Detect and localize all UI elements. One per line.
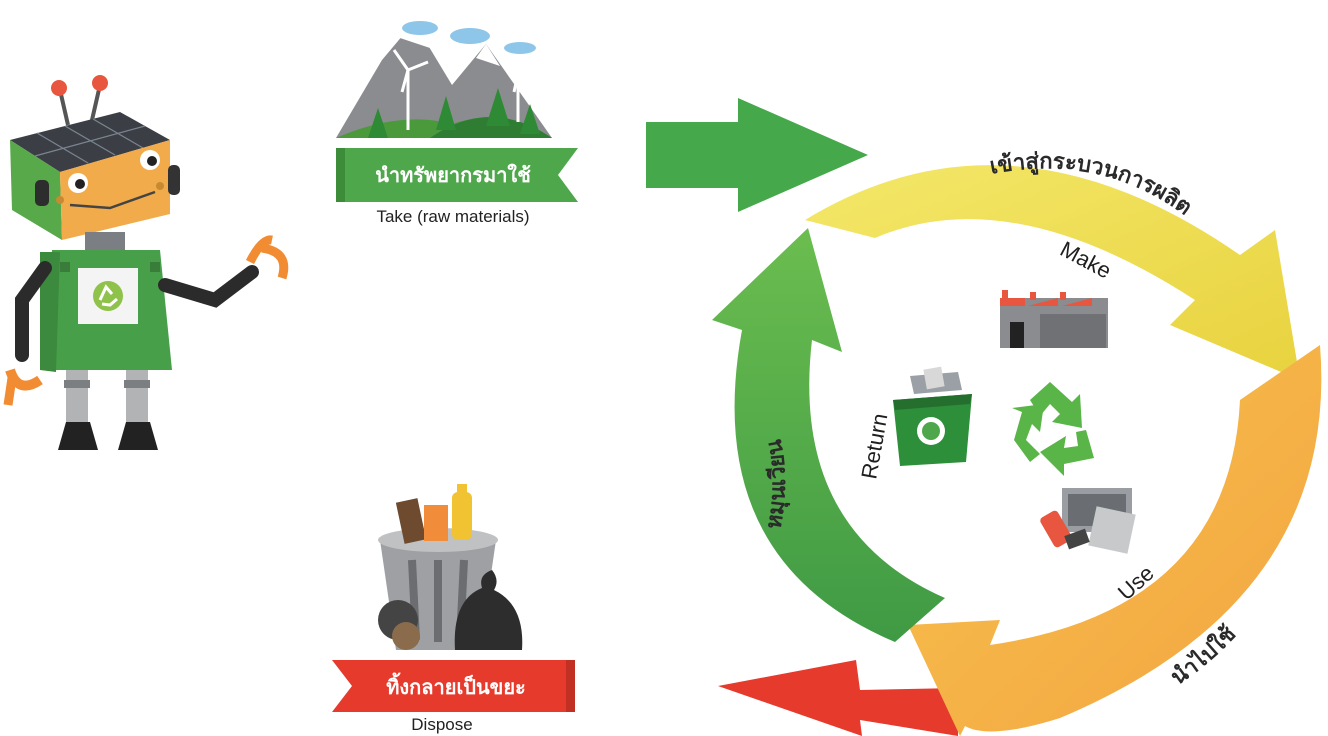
dispose-english-label: Dispose: [411, 715, 472, 734]
return-english-label: Return: [856, 411, 892, 480]
trash-bin-illustration: [378, 484, 523, 650]
mountain-windmill-illustration: [336, 21, 552, 138]
take-english-label: Take (raw materials): [376, 207, 529, 226]
dispose-arrow: [718, 660, 958, 736]
make-arrow: [805, 165, 1300, 380]
used-items-icon: [1040, 488, 1136, 554]
return-arrow: [712, 228, 945, 642]
robot-mascot: [3, 75, 289, 450]
recycle-symbol-icon: [1012, 382, 1094, 476]
take-arrow: [646, 98, 868, 212]
recycle-bin-icon: [893, 366, 972, 466]
factory-icon: [1000, 290, 1108, 348]
use-arrow: [908, 345, 1322, 736]
dispose-ribbon: [332, 660, 575, 712]
take-thai-label: นำทรัพยากรมาใช้: [375, 163, 531, 187]
dispose-thai-label: ทิ้งกลายเป็นขยะ: [386, 672, 526, 699]
take-ribbon: [336, 148, 578, 202]
